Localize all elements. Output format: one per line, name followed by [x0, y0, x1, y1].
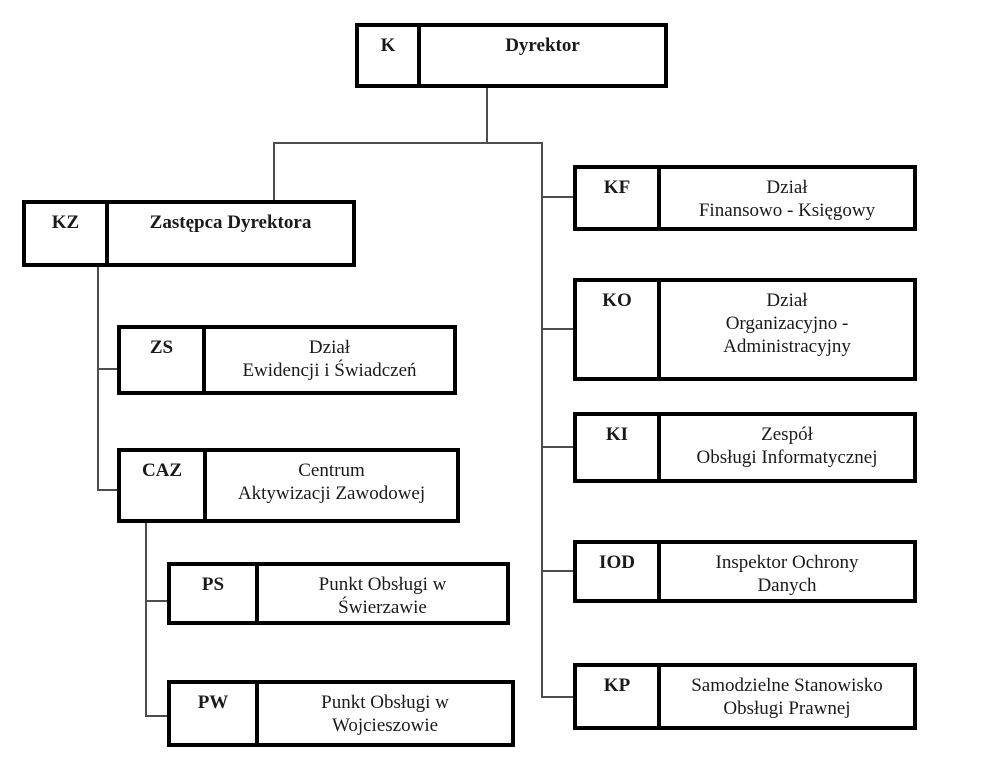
connector-stub-ps [145, 600, 167, 602]
connector-stub-kp [541, 696, 573, 698]
node-pw-code: PW [171, 684, 259, 743]
node-k: K Dyrektor [355, 23, 668, 88]
node-caz-label: Centrum Aktywizacji Zawodowej [237, 460, 426, 504]
connector-stub-ko [541, 328, 573, 330]
node-caz-code: CAZ [121, 452, 207, 519]
connector-root-drop [486, 88, 488, 144]
node-pw: PW Punkt Obsługi w Wojcieszowie [167, 680, 515, 747]
connector-stub-ki [541, 446, 573, 448]
node-ki: KI Zespół Obsługi Informatycznej [573, 412, 917, 483]
connector-stub-kf [541, 196, 573, 198]
connector-right-trunk [541, 142, 543, 698]
connector-stub-pw [145, 715, 167, 717]
node-ko-label: Dział Organizacyjno - Administracyjny [723, 290, 851, 357]
connector-kz-trunk [97, 267, 99, 491]
node-iod: IOD Inspektor Ochrony Danych [573, 540, 917, 603]
node-kf-label: Dział Finansowo - Księgowy [698, 177, 876, 221]
node-ps: PS Punkt Obsługi w Świerzawie [167, 562, 510, 625]
node-zs-label: Dział Ewidencji i Świadczeń [242, 337, 417, 381]
connector-kz-drop [273, 142, 275, 200]
node-ps-label: Punkt Obsługi w Świerzawie [318, 574, 447, 618]
node-k-code: K [359, 27, 421, 84]
connector-main-split [273, 142, 543, 144]
node-caz: CAZ Centrum Aktywizacji Zawodowej [117, 448, 460, 523]
node-ps-code: PS [171, 566, 259, 621]
node-kf-code: KF [577, 169, 661, 227]
connector-stub-caz [97, 489, 117, 491]
connector-caz-trunk [145, 523, 147, 717]
connector-stub-zs [97, 368, 117, 370]
node-k-label: Dyrektor [505, 35, 580, 56]
node-pw-label: Punkt Obsługi w Wojcieszowie [321, 692, 449, 736]
node-kp-code: KP [577, 667, 661, 726]
node-kp-label: Samodzielne Stanowisko Obsługi Prawnej [691, 675, 883, 719]
node-iod-label: Inspektor Ochrony Danych [715, 552, 859, 596]
node-kp: KP Samodzielne Stanowisko Obsługi Prawne… [573, 663, 917, 730]
node-kf: KF Dział Finansowo - Księgowy [573, 165, 917, 231]
node-ko-code: KO [577, 282, 661, 377]
node-zs: ZS Dział Ewidencji i Świadczeń [117, 325, 457, 395]
node-iod-code: IOD [577, 544, 661, 599]
node-kz-label: Zastępca Dyrektora [149, 212, 312, 233]
node-zs-code: ZS [121, 329, 206, 391]
node-ko: KO Dział Organizacyjno - Administracyjny [573, 278, 917, 381]
node-ki-label: Zespół Obsługi Informatycznej [696, 424, 878, 468]
node-ki-code: KI [577, 416, 661, 479]
node-kz: KZ Zastępca Dyrektora [22, 200, 356, 267]
connector-stub-iod [541, 570, 573, 572]
node-kz-code: KZ [26, 204, 109, 263]
